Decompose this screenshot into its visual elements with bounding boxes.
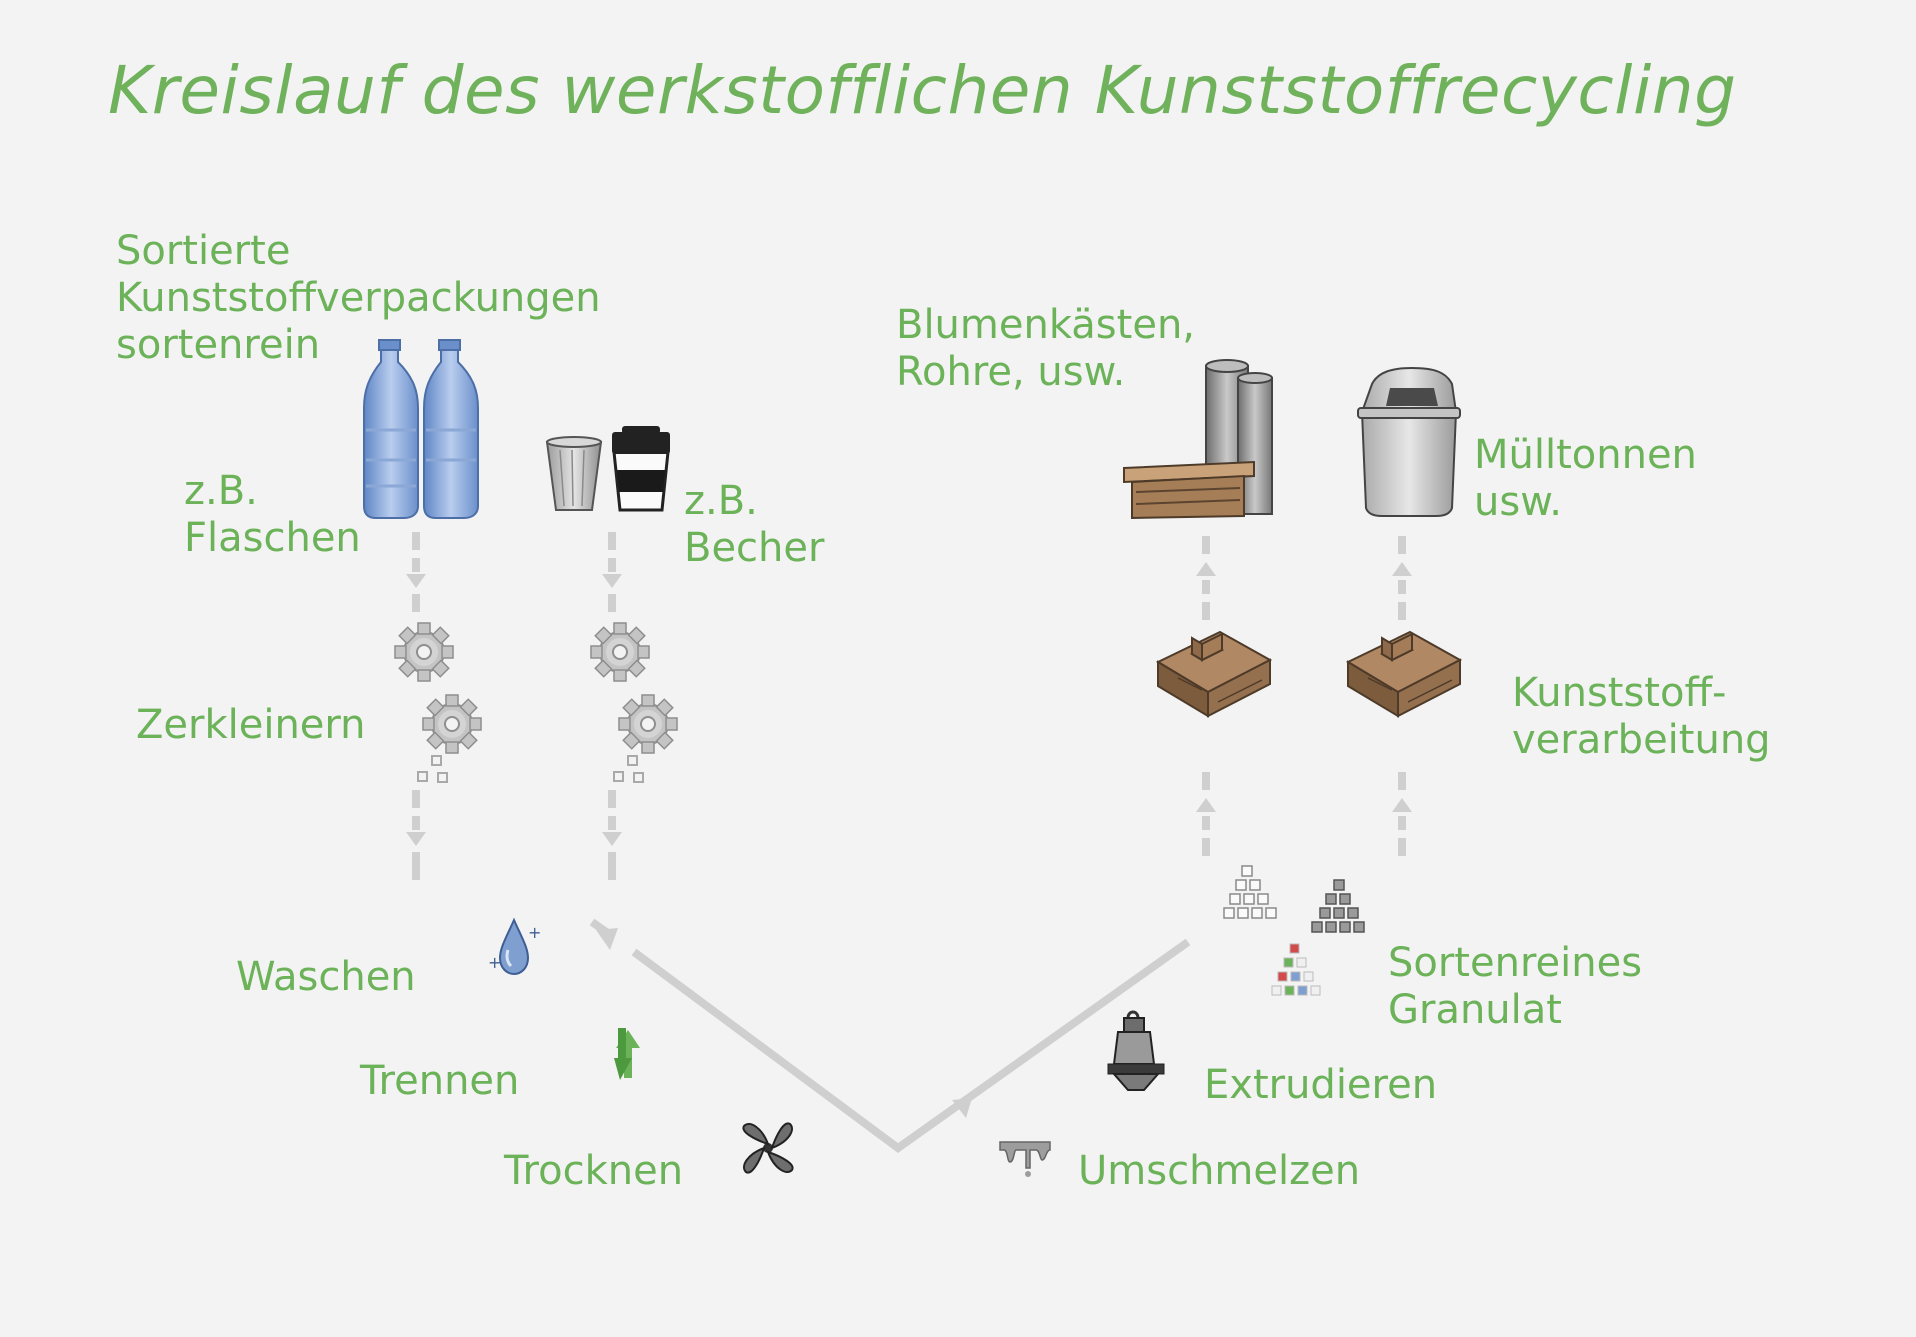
label-granulat: Sortenreines Granulat <box>1388 940 1642 1034</box>
label-line: verarbeitung <box>1512 717 1771 763</box>
svg-text:+: + <box>528 923 541 942</box>
label-line: Becher <box>684 525 825 571</box>
label-line: z.B. <box>684 478 758 524</box>
label-line: usw. <box>1474 479 1562 525</box>
label-verarbeitung: Kunststoff- verarbeitung <box>1512 670 1771 764</box>
gear-icon <box>395 623 481 782</box>
label-line: Blumenkästen, <box>896 302 1196 348</box>
gear-icon <box>591 623 677 782</box>
label-line: z.B. <box>184 468 258 514</box>
label-line: Rohre, usw. <box>896 349 1126 395</box>
label-muelltonnen: Mülltonnen usw. <box>1474 432 1697 526</box>
separate-arrows-icon <box>614 1028 640 1080</box>
water-drop-icon: + + <box>488 917 541 976</box>
label-trocknen: Trocknen <box>504 1148 684 1194</box>
label-sortierte: Sortierte Kunststoffverpackungen sortenr… <box>116 228 601 369</box>
pipes-planters-icon <box>1123 359 1273 520</box>
svg-text:+: + <box>488 953 501 972</box>
label-line: Granulat <box>1388 987 1562 1033</box>
label-umschmelzen: Umschmelzen <box>1078 1148 1361 1194</box>
mold-box-icon <box>1347 631 1461 717</box>
label-extrudieren: Extrudieren <box>1204 1062 1438 1108</box>
label-flaschen: z.B. Flaschen <box>184 468 361 562</box>
granulate-icon <box>1223 865 1365 996</box>
label-line: Kunststoff- <box>1512 670 1727 716</box>
page-title: Kreislauf des werkstofflichen Kunststoff… <box>108 52 1737 129</box>
melt-icon <box>999 1141 1051 1177</box>
label-line: Kunststoffverpackungen <box>116 275 601 321</box>
label-line: sortenrein <box>116 322 321 368</box>
fan-icon <box>742 1122 794 1174</box>
label-line: Sortierte <box>116 228 291 274</box>
label-waschen: Waschen <box>236 954 416 1000</box>
mold-box-icon <box>1157 631 1271 717</box>
label-trennen: Trennen <box>360 1058 520 1104</box>
label-line: Sortenreines <box>1388 940 1643 986</box>
bottles-icon <box>363 339 479 519</box>
label-becher: z.B. Becher <box>684 478 824 572</box>
trash-bin-icon <box>1357 366 1461 517</box>
label-blumenkaesten: Blumenkästen, Rohre, usw. <box>896 302 1195 396</box>
cups-icon <box>545 426 670 512</box>
label-zerkleinern: Zerkleinern <box>136 702 366 748</box>
label-line: Flaschen <box>184 515 361 561</box>
extruder-icon <box>1107 1010 1165 1091</box>
process-line <box>589 918 1191 1153</box>
label-line: Mülltonnen <box>1474 432 1697 478</box>
